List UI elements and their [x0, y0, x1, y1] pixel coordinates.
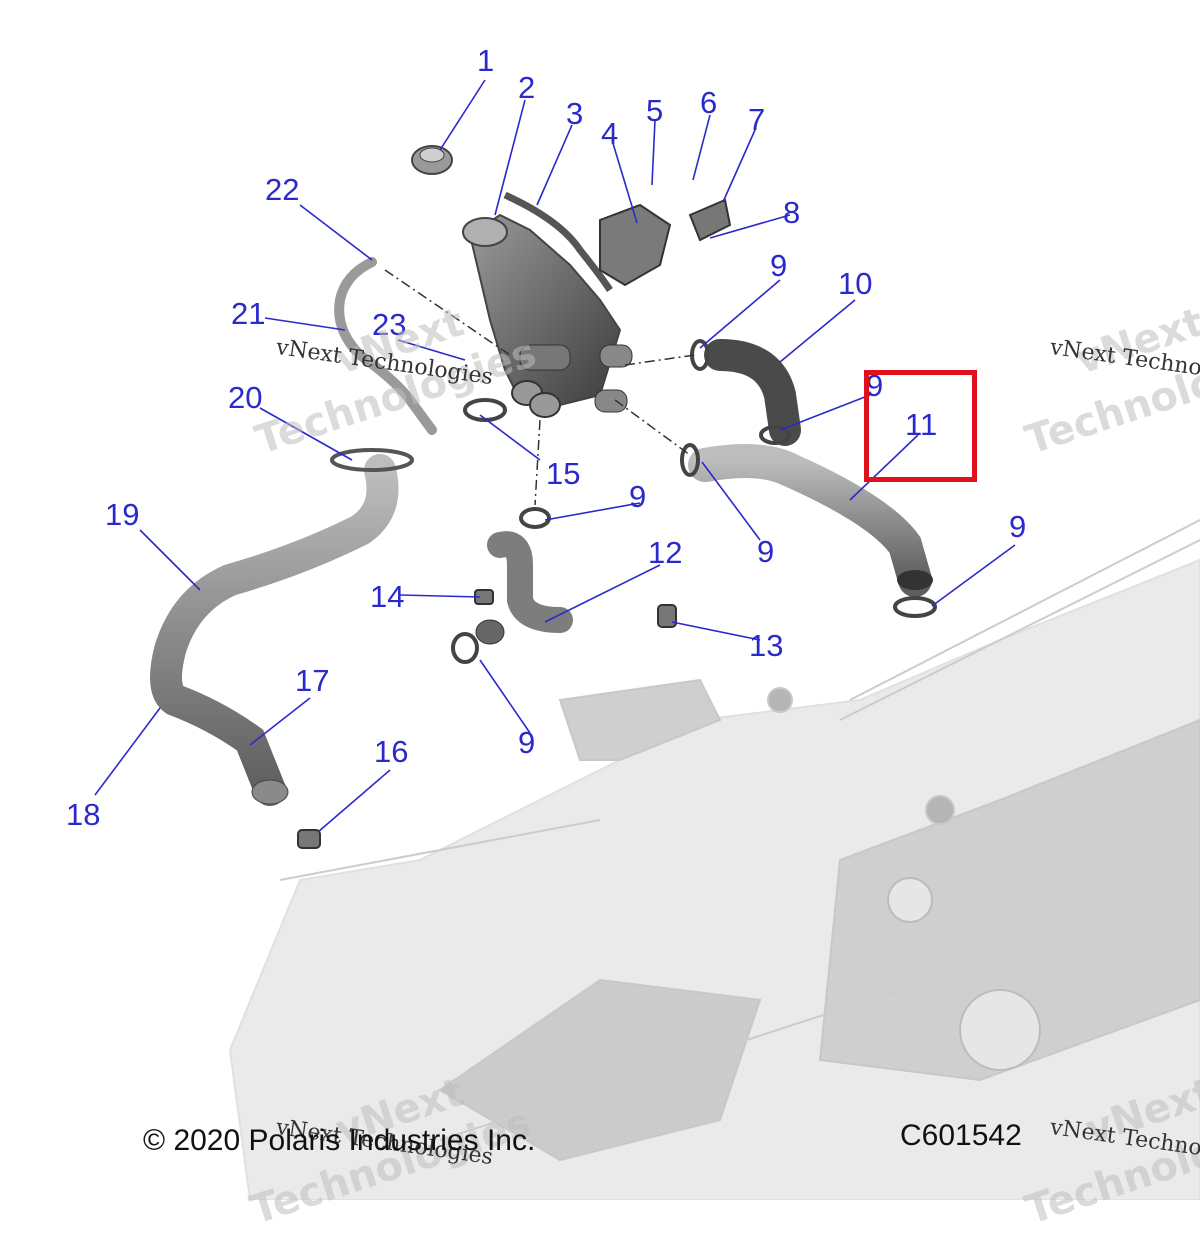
- callout-9-upper[interactable]: 9: [770, 248, 788, 283]
- callout-8[interactable]: 8: [783, 195, 801, 230]
- callout-9-right[interactable]: 9: [1009, 509, 1027, 544]
- coolant-bottle: [462, 213, 633, 418]
- chassis-frame: [228, 558, 1200, 1200]
- hose-19: [150, 454, 399, 806]
- callout-12[interactable]: 12: [648, 535, 683, 570]
- parts-diagram: [94, 79, 1200, 1200]
- callout-11[interactable]: 11: [905, 407, 938, 442]
- callout-14[interactable]: 14: [370, 579, 405, 614]
- callout-9-mid[interactable]: 9: [866, 368, 884, 403]
- callout-2[interactable]: 2: [518, 70, 536, 105]
- callout-22[interactable]: 22: [265, 172, 300, 207]
- callout-1[interactable]: 1: [477, 43, 495, 78]
- hose-10: [704, 339, 801, 446]
- vent-hose: [503, 191, 613, 292]
- callout-18[interactable]: 18: [66, 797, 101, 832]
- hose-11-end: [897, 570, 933, 590]
- callout-21[interactable]: 21: [231, 296, 266, 331]
- clamp-20: [330, 448, 414, 472]
- hose-11: [688, 444, 932, 597]
- callout-16[interactable]: 16: [374, 734, 409, 769]
- leader-lines: [94, 79, 1016, 833]
- figure-id: C601542: [900, 1119, 1022, 1152]
- callout-19[interactable]: 19: [105, 497, 140, 532]
- callout-4[interactable]: 4: [601, 116, 619, 151]
- mounting-bracket: [599, 198, 732, 287]
- callout-3[interactable]: 3: [566, 96, 584, 131]
- chassis-outline: [279, 519, 1200, 1141]
- small-fittings: [297, 589, 677, 849]
- callout-15[interactable]: 15: [546, 456, 581, 491]
- hose-clamps: [451, 339, 937, 664]
- callout-9-center[interactable]: 9: [757, 534, 775, 569]
- callout-7[interactable]: 7: [748, 102, 766, 137]
- hose-21: [334, 257, 437, 435]
- callout-9-lower-center[interactable]: 9: [629, 479, 647, 514]
- copyright-text: © 2020 Polaris Industries Inc.: [143, 1124, 536, 1157]
- callout-5[interactable]: 5: [646, 93, 664, 128]
- highlight-box: [864, 370, 977, 482]
- callout-20[interactable]: 20: [228, 380, 263, 415]
- radiator-cap: [411, 145, 453, 175]
- callout-10[interactable]: 10: [838, 266, 873, 301]
- alignment-lines: [384, 269, 696, 506]
- callout-17[interactable]: 17: [295, 663, 330, 698]
- hose-17-end: [251, 779, 289, 805]
- callout-9-bottom[interactable]: 9: [518, 725, 536, 760]
- hose-12-end: [475, 619, 505, 645]
- callout-6[interactable]: 6: [700, 85, 718, 120]
- callout-23[interactable]: 23: [372, 307, 407, 342]
- callout-13[interactable]: 13: [749, 628, 784, 663]
- hose-12: [487, 531, 573, 633]
